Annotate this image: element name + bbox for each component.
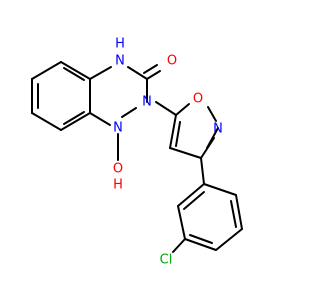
carbonyl-oxygen-label: O — [167, 54, 177, 69]
chloro-bond — [172, 238, 186, 253]
molecule-structure-diagram: H N O N N O H O N Cl — [31, 37, 243, 268]
hydroxyl-hydrogen-label: H — [113, 178, 123, 193]
isoxazole-nitrogen-label: N — [213, 122, 223, 137]
hydroxyl-oxygen-label: O — [113, 162, 123, 177]
triazinone-ring — [89, 64, 161, 126]
benzo-ring — [31, 61, 91, 131]
isoxazole-ring — [169, 103, 219, 159]
ring-nitrogen-label: N — [142, 95, 152, 110]
chlorine-label: Cl — [160, 253, 173, 268]
n-hydroxy-nitrogen-label: N — [113, 121, 123, 136]
isoxazole-oxygen-label: O — [193, 92, 203, 107]
aryl-link-bond — [200, 157, 205, 185]
ring-link-bond — [155, 101, 177, 116]
chlorophenyl-ring — [177, 183, 243, 251]
nh-hydrogen-label: H — [115, 37, 125, 52]
nh-nitrogen-label: N — [115, 54, 125, 69]
